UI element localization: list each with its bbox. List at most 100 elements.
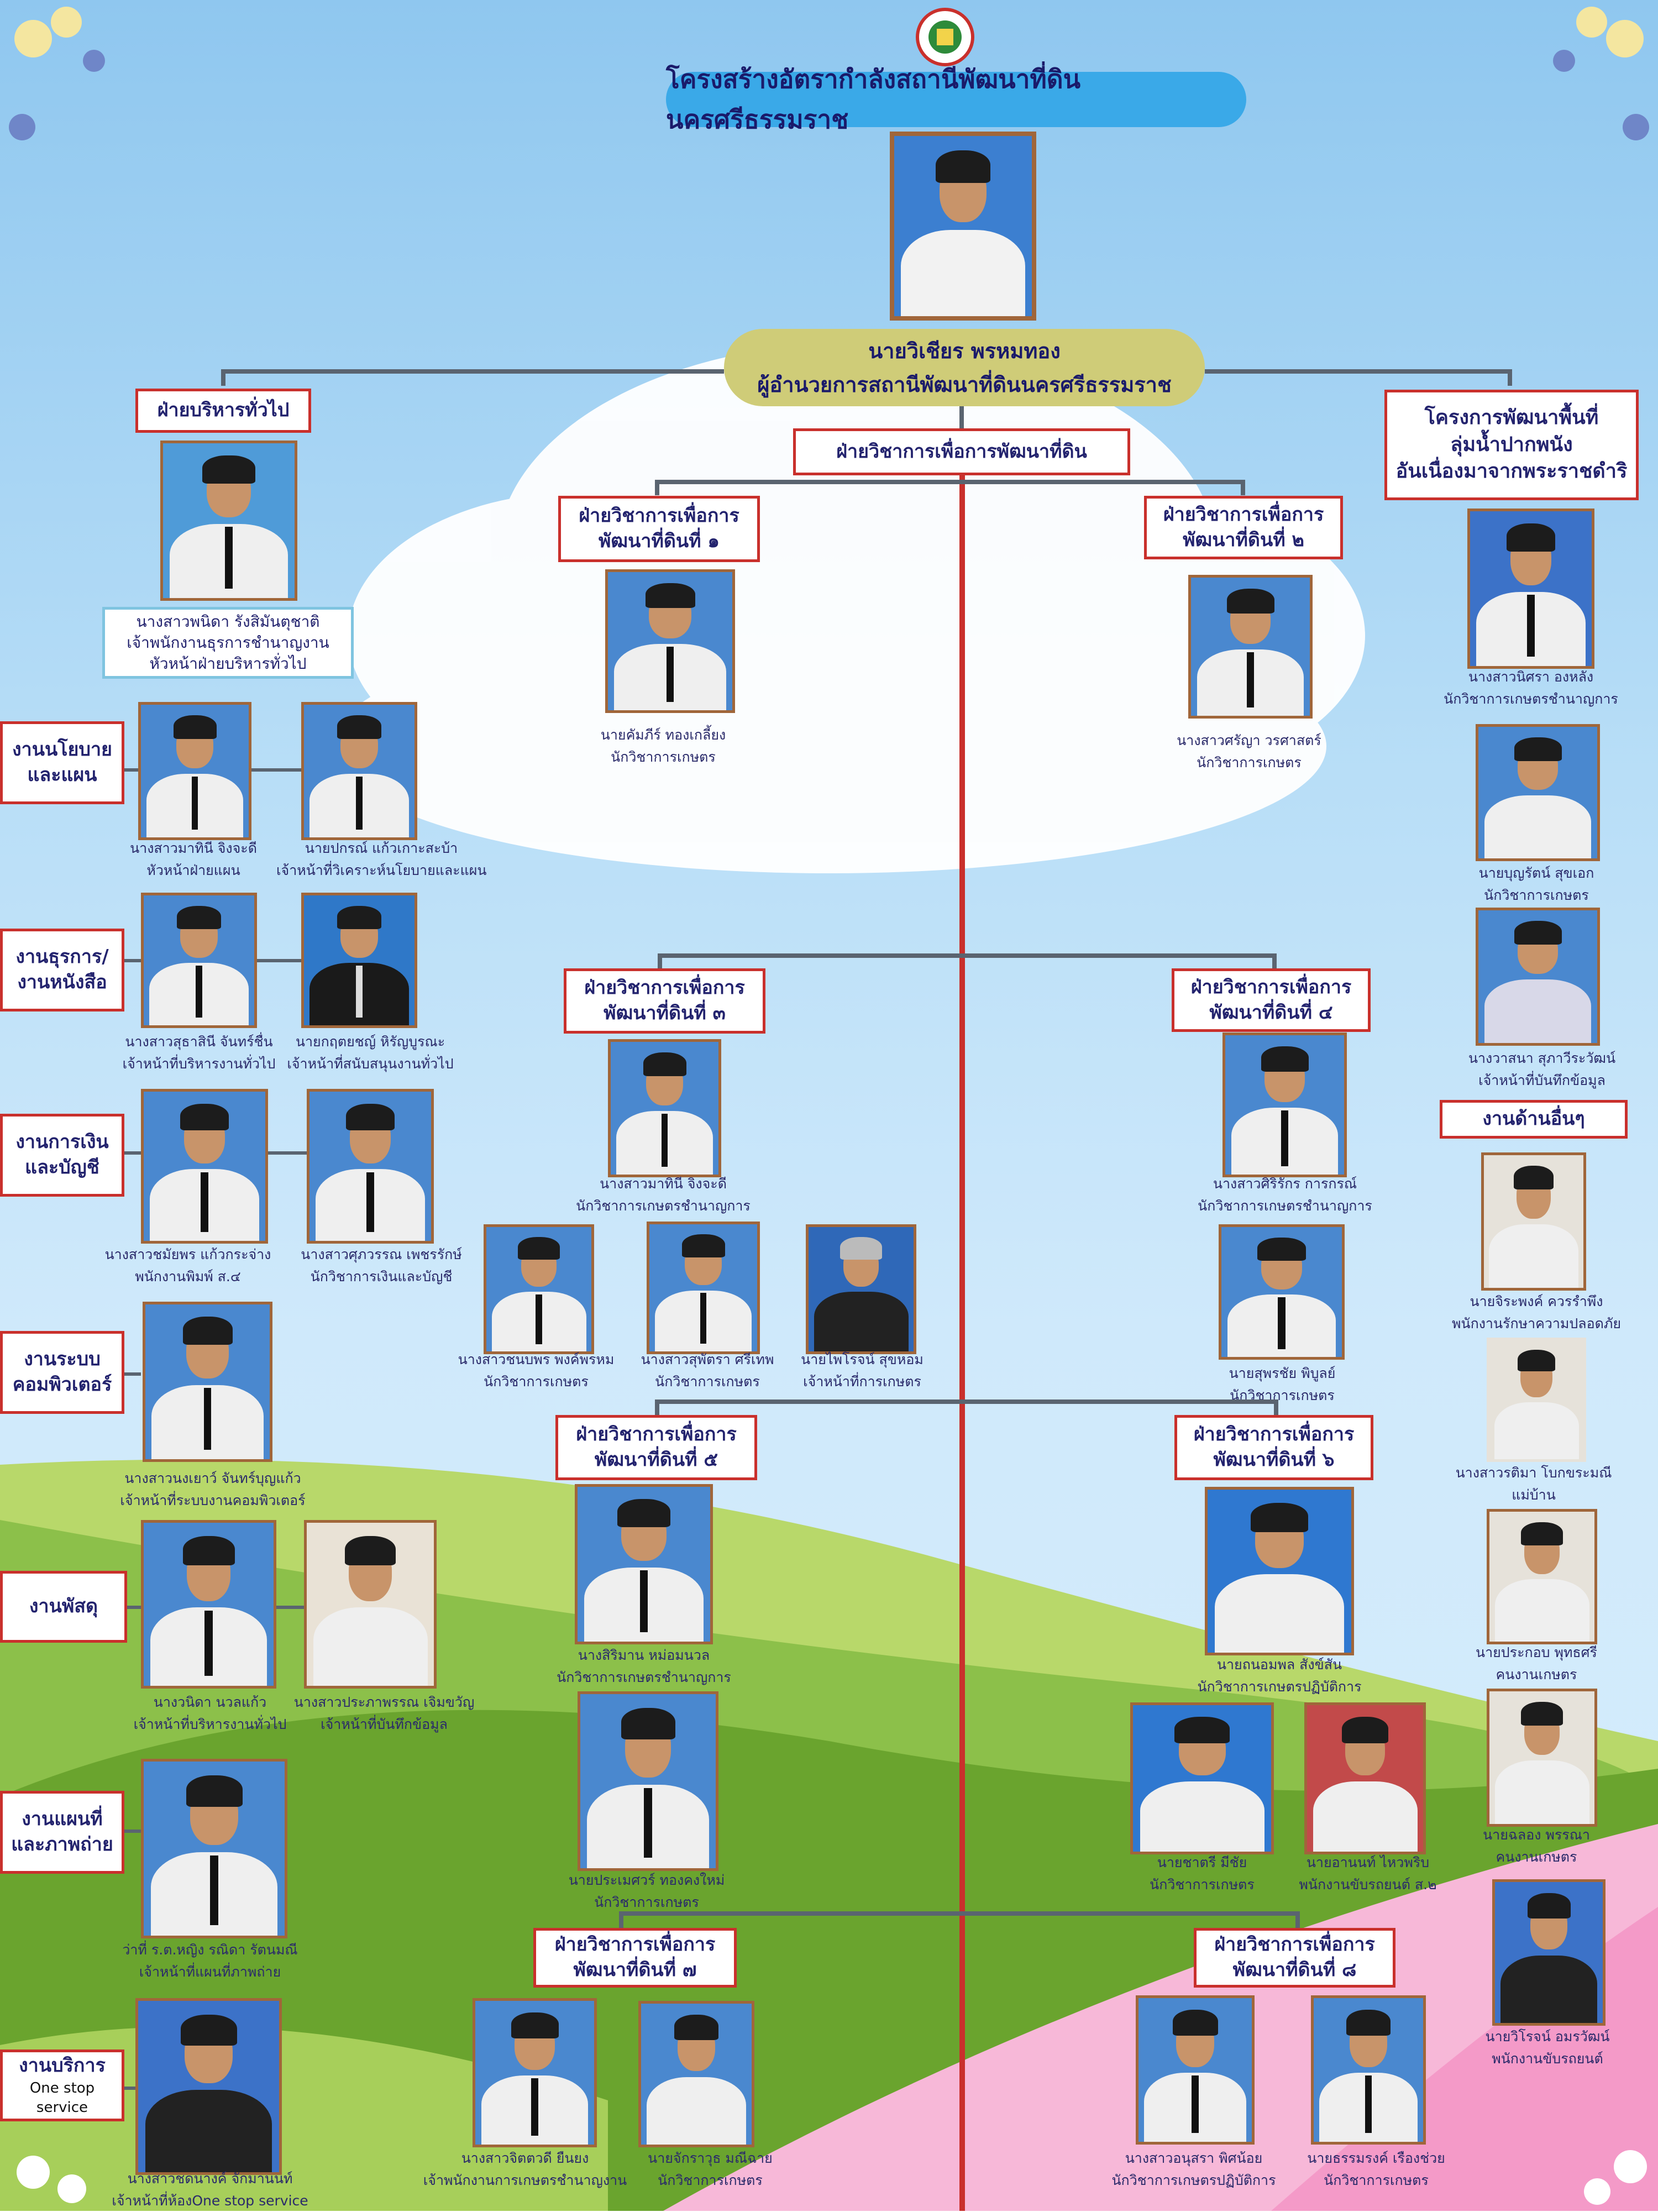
person-caption: นายธรรมรงค์ เรืองช่วยนักวิชาการเกษตร bbox=[1293, 2147, 1459, 2192]
person-name: นางสาวศุภวรรณ เพชรรักษ์ bbox=[301, 1246, 462, 1262]
person-name: นายบุญรัตน์ สุขเอก bbox=[1478, 865, 1594, 881]
person-name: นางสาวศิริรักร การกรณ์ bbox=[1213, 1176, 1357, 1192]
person-name: นายกฤตยชญ์ หิรัญบูรณะ bbox=[295, 1034, 445, 1050]
director-card: นายวิเชียร พรหมทอง ผู้อำนวยการสถานีพัฒนา… bbox=[724, 329, 1205, 406]
person-name: นายประเมศวร์ ทองคงใหม่ bbox=[568, 1872, 725, 1888]
person-caption: นายกฤตยชญ์ หิรัญบูรณะเจ้าหน้าที่สนับสนุน… bbox=[276, 1031, 464, 1075]
page-title: โครงสร้างอัตรากำลังสถานีพัฒนาที่ดินนครศร… bbox=[666, 64, 1246, 134]
person-caption: นางสาวอนุสรา พิศน้อยนักวิชาการเกษตรปฏิบั… bbox=[1105, 2147, 1282, 2192]
connector bbox=[959, 475, 965, 2211]
person-name: นางสาวสุธาสินี จันทร์ชื่น bbox=[125, 1034, 273, 1050]
connector bbox=[619, 1911, 1300, 1916]
person-photo bbox=[605, 569, 735, 713]
person-photo bbox=[484, 1224, 594, 1354]
person-caption: นางวาสนา สุภาวีระวัฒน์เจ้าหน้าที่บันทึกข… bbox=[1448, 1047, 1636, 1092]
person-caption: นางวนิดา นวลแก้วเจ้าหน้าที่บริหารงานทั่ว… bbox=[119, 1691, 301, 1736]
person-name: นายวิโรจน์ อมรวัฒน์ bbox=[1485, 2028, 1610, 2045]
person-caption: นายจักราวุธ มณีฉายนักวิชาการเกษตร bbox=[633, 2147, 788, 2192]
person-role: เจ้าหน้าที่ระบบงานคอมพิวเตอร์ bbox=[120, 1492, 306, 1508]
person-photo bbox=[638, 2001, 754, 2147]
unit-finance: งานการเงิน และบัญชี bbox=[0, 1114, 124, 1197]
person-role: นักวิชาการเกษตร bbox=[655, 1374, 760, 1390]
person-name: นางสาวสุพัตรา ศรีเทพ bbox=[641, 1351, 774, 1367]
connector bbox=[655, 1399, 659, 1416]
person-role: พนักงานขับรถยนต์ bbox=[1492, 2051, 1603, 2067]
person-name: นางสาวมาทินี จิงจะดี bbox=[130, 840, 257, 856]
person-name: นางสาวอนุสรา พิศน้อย bbox=[1125, 2150, 1263, 2166]
person-name: นายฉลอง พรรณา bbox=[1483, 1827, 1590, 1843]
person-photo bbox=[1487, 1509, 1597, 1644]
person-photo bbox=[135, 1998, 282, 2175]
person-photo bbox=[578, 1691, 718, 1871]
unit-policy-plan: งานนโยบาย และแผน bbox=[0, 721, 124, 804]
connector bbox=[658, 953, 1277, 958]
connector bbox=[959, 406, 964, 429]
person-photo bbox=[1136, 1995, 1255, 2145]
connector bbox=[127, 1606, 144, 1609]
person-role: เจ้าพนักงานธุรการชำนาญงาน bbox=[127, 633, 329, 652]
person-photo bbox=[1304, 1702, 1426, 1854]
person-name: นางสาวรติมา โบกขระมณี bbox=[1455, 1465, 1612, 1481]
connector bbox=[655, 1399, 1278, 1404]
person-caption: นางสาวประภาพรรณ เจิมขวัญเจ้าหน้าที่บันทึ… bbox=[290, 1691, 478, 1736]
person-photo bbox=[608, 1039, 721, 1177]
connector bbox=[1274, 1399, 1278, 1416]
person-role: เจ้าหน้าที่บันทึกข้อมูล bbox=[321, 1716, 448, 1732]
person-caption: นายคัมภีร์ ทองเกลี้ยงนักวิชาการเกษตร bbox=[553, 724, 774, 768]
person-caption: นายฉลอง พรรณาคนงานเกษตร bbox=[1459, 1824, 1614, 1868]
person-name: นายประกอบ พุทธศรี bbox=[1476, 1644, 1597, 1660]
person-role: เจ้าพนักงานการเกษตรชำนาญงาน bbox=[423, 2172, 627, 2188]
person-name: นางสาวประภาพรรณ เจิมขวัญ bbox=[293, 1694, 475, 1710]
person-role: นักวิชาการเกษตร bbox=[594, 1894, 699, 1910]
person-caption: นางสาวมาทินี จิงจะดีนักวิชาการเกษตรชำนาญ… bbox=[553, 1173, 774, 1217]
person-photo bbox=[473, 1998, 597, 2147]
person-photo bbox=[141, 1759, 287, 1938]
person-photo bbox=[301, 702, 417, 840]
connector bbox=[1272, 953, 1277, 969]
technical-group-2-label: ฝ่ายวิชาการเพื่อการ พัฒนาที่ดินที่ ๒ bbox=[1144, 496, 1343, 559]
person-caption: นายถนอมพล สังข์สันนักวิชาการเกษตรปฏิบัติ… bbox=[1166, 1654, 1393, 1698]
person-role: แม่บ้าน bbox=[1512, 1487, 1556, 1503]
person-name: ว่าที่ ร.ต.หญิง รณิดา รัตนมณี bbox=[122, 1942, 298, 1958]
person-photo bbox=[647, 1222, 760, 1354]
person-caption: นายปกรณ์ แก้วเกาะสะบ้าเจ้าหน้าที่วิเคราะ… bbox=[276, 837, 486, 882]
unit-computer: งานระบบ คอมพิวเตอร์ bbox=[0, 1331, 124, 1414]
unit-correspondence: งานธุรการ/ งานหนังสือ bbox=[0, 929, 124, 1011]
person-role: คนงานเกษตร bbox=[1496, 1666, 1577, 1682]
director-photo bbox=[890, 132, 1036, 321]
person-name: นายถนอมพล สังข์สัน bbox=[1216, 1657, 1342, 1673]
person-role: เจ้าหน้าที่วิเคราะห์นโยบายและแผน bbox=[276, 862, 487, 878]
person-photo bbox=[1492, 1879, 1605, 2026]
person-role: นักวิชาการเกษตรชำนาญการ bbox=[1198, 1198, 1372, 1214]
connector bbox=[1241, 480, 1245, 495]
connector bbox=[257, 959, 301, 962]
connector bbox=[221, 369, 724, 374]
person-role: นักวิชาการเกษตร bbox=[1150, 1876, 1255, 1893]
connector bbox=[658, 953, 662, 969]
person-photo bbox=[1481, 1152, 1586, 1291]
person-photo bbox=[1467, 509, 1594, 669]
technical-group-5-label: ฝ่ายวิชาการเพื่อการ พัฒนาที่ดินที่ ๕ bbox=[555, 1415, 757, 1480]
person-role: นักวิชาการเกษตรชำนาญการ bbox=[1444, 691, 1618, 707]
person-photo bbox=[1205, 1487, 1354, 1655]
person-role: พนักงานรักษาความปลอดภัย bbox=[1452, 1315, 1621, 1332]
general-admin-head-card: นางสาวพนิดา รังสิมันตุชาติ เจ้าพนักงานธุ… bbox=[102, 607, 354, 679]
person-name: นางสาวจิตตวดี ยืนยง bbox=[461, 2150, 589, 2166]
unit-mapping: งานแผนที่ และภาพถ่าย bbox=[0, 1791, 124, 1874]
technical-group-6-label: ฝ่ายวิชาการเพื่อการ พัฒนาที่ดินที่ ๖ bbox=[1174, 1415, 1373, 1480]
person-name: นางสาวนงเยาว์ จันทร์บุญแก้ว bbox=[124, 1470, 301, 1486]
person-photo bbox=[1222, 1032, 1347, 1177]
person-photo bbox=[304, 1520, 437, 1689]
person-role: หัวหน้าฝ่ายแผน bbox=[146, 862, 240, 878]
person-role: นักวิชาการเกษตรชำนาญการ bbox=[576, 1198, 751, 1214]
person-caption: นายไพโรจน์ สุขหอมเจ้าหน้าที่การเกษตร bbox=[785, 1349, 940, 1393]
person-caption: นางสาวจิตตวดี ยืนยงเจ้าพนักงานการเกษตรชำ… bbox=[409, 2147, 641, 2192]
person-caption: นางสาวชนบพร พงค์พรหมนักวิชาการเกษตร bbox=[442, 1349, 630, 1393]
connector bbox=[124, 1372, 141, 1376]
connector bbox=[251, 768, 301, 772]
person-caption: นางสาวนงเยาว์ จันทร์บุญแก้วเจ้าหน้าที่ระ… bbox=[108, 1467, 318, 1512]
person-name: นายไพโรจน์ สุขหอม bbox=[801, 1351, 924, 1367]
person-name: นางวนิดา นวลแก้ว bbox=[153, 1694, 267, 1710]
person-role: คนงานเกษตร bbox=[1496, 1849, 1577, 1865]
person-role: เจ้าหน้าที่บริหารงานทั่วไป bbox=[122, 1056, 276, 1072]
